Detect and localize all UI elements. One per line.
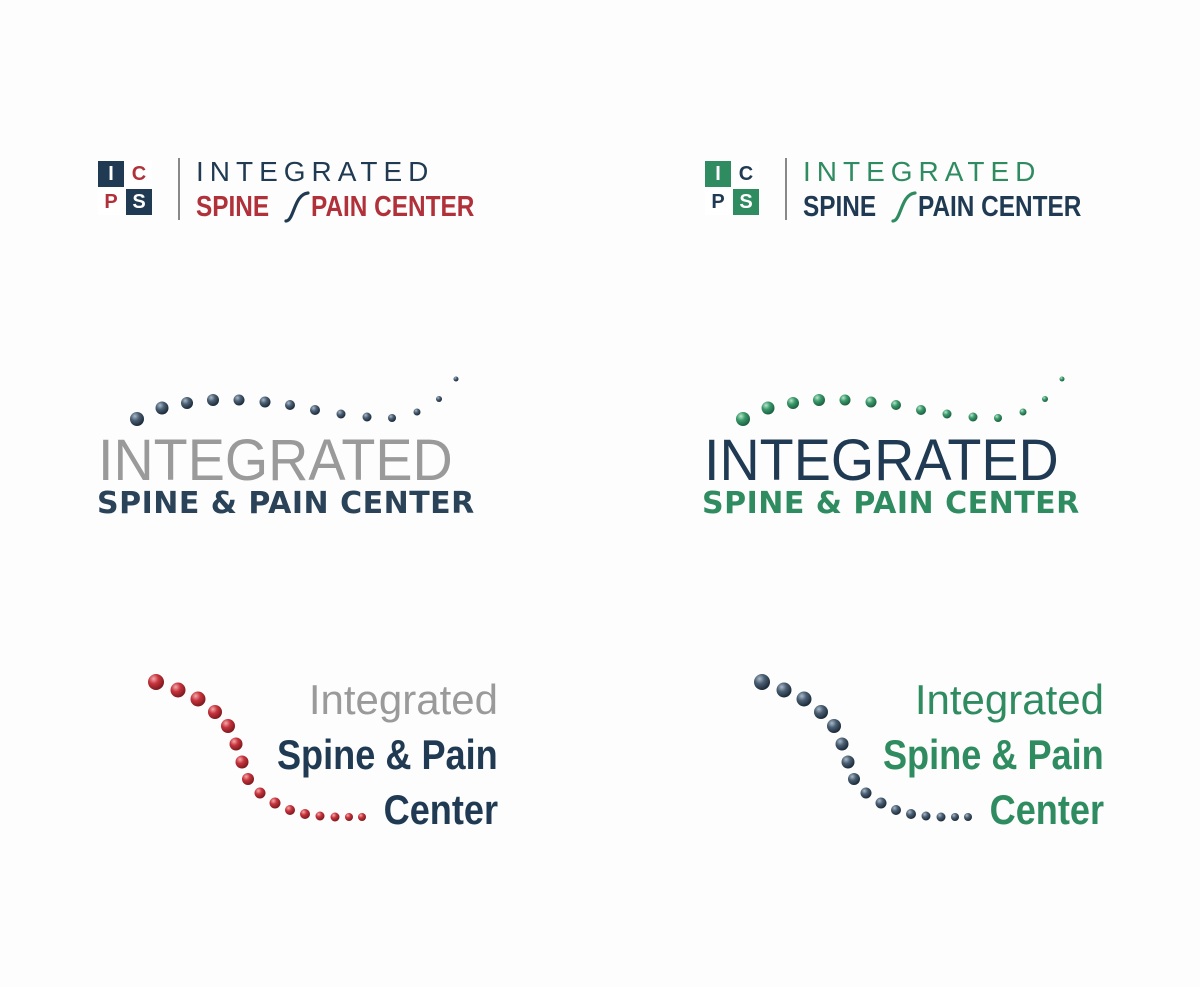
brand-line2: Spine & Pain: [277, 731, 498, 778]
spine-dot: [315, 811, 325, 821]
spine-dot: [951, 813, 959, 821]
arc-logo-gray: INTEGRATED SPINE & PAIN CENTER: [0, 0, 600, 560]
spine-dot: [736, 412, 750, 426]
brand-line2-left: SPINE: [803, 191, 877, 223]
spine-dot: [336, 409, 346, 419]
spine-dot: [235, 755, 249, 769]
tile-c: C: [126, 161, 152, 187]
spine-dot: [839, 394, 851, 406]
spine-dot: [796, 691, 812, 707]
spine-dot: [269, 797, 281, 809]
spine-dot: [875, 797, 887, 809]
spine-dot: [285, 805, 295, 815]
spine-dot: [170, 682, 186, 698]
spine-dot: [848, 773, 860, 785]
spine-dot: [130, 412, 144, 426]
tile-p: P: [705, 189, 731, 215]
swoosh-icon: [891, 191, 917, 223]
spine-dot: [358, 813, 366, 821]
spine-dot: [413, 408, 421, 416]
spine-dot: [181, 397, 193, 409]
tile-s: S: [126, 189, 152, 215]
brand-line2-right: PAIN CENTER: [311, 191, 475, 223]
spine-arc-icon: [130, 376, 459, 426]
spine-dot: [259, 396, 271, 408]
spine-dot: [221, 719, 235, 733]
spine-dot: [242, 773, 254, 785]
spine-dot: [229, 737, 243, 751]
spine-dot: [942, 409, 952, 419]
spine-dot: [860, 787, 872, 799]
spine-dot: [1042, 396, 1048, 402]
tile-c: C: [733, 161, 759, 187]
spine-dot: [754, 674, 770, 690]
brand-line2: SPINE & PAIN CENTER: [702, 486, 1080, 521]
spine-dot: [787, 397, 799, 409]
spine-dot: [906, 809, 916, 819]
spine-dot: [761, 401, 775, 415]
spine-dot: [827, 719, 841, 733]
spine-dot: [921, 811, 931, 821]
spine-dot: [285, 400, 295, 410]
spine-dot: [207, 394, 219, 406]
spine-dot: [865, 396, 877, 408]
brand-line2-left: SPINE: [196, 191, 270, 223]
spine-dot: [835, 737, 849, 751]
spine-dot: [453, 376, 459, 382]
spine-dot: [891, 805, 901, 815]
spine-dot: [388, 414, 396, 422]
swoosh-icon: [284, 191, 310, 223]
spine-dot: [936, 812, 946, 822]
brand-line2: SPINE & PAIN CENTER: [97, 486, 475, 521]
spine-dot: [155, 401, 169, 415]
spine-dot: [436, 396, 442, 402]
spine-dot: [994, 414, 1002, 422]
spine-arc-icon: [736, 376, 1065, 426]
tile-p: P: [98, 189, 124, 215]
spine-logo-red: Integrated Spine & Pain Center: [148, 674, 498, 833]
spine-dot: [310, 405, 320, 415]
spine-dot: [841, 755, 855, 769]
spine-dot: [1019, 408, 1027, 416]
tile-i: I: [705, 161, 731, 187]
spine-dot: [891, 400, 901, 410]
tile-s: S: [733, 189, 759, 215]
box-logo-red: I C P S INTEGRATED SPINE PAIN CENTER: [98, 156, 518, 223]
brand-line2-right: PAIN CENTER: [918, 191, 1082, 223]
brand-line1: Integrated: [308, 676, 498, 723]
spine-dot: [254, 787, 266, 799]
spine-dot: [814, 705, 828, 719]
brand-line1: INTEGRATED: [803, 156, 1042, 187]
arc-logo-green: INTEGRATED SPINE & PAIN CENTER: [702, 376, 1080, 521]
spine-dot: [968, 412, 978, 422]
spine-dot: [1059, 376, 1065, 382]
brand-line2: Spine & Pain: [883, 731, 1104, 778]
tile-i: I: [98, 161, 124, 187]
spine-dot: [362, 412, 372, 422]
spine-dot: [300, 809, 310, 819]
brand-line1: INTEGRATED: [196, 156, 435, 187]
spine-dot: [330, 812, 340, 822]
spine-dot: [208, 705, 222, 719]
spine-dot: [233, 394, 245, 406]
spine-dot: [776, 682, 792, 698]
spine-curve-icon: [148, 674, 366, 822]
brand-line3: Center: [989, 786, 1104, 833]
spine-dot: [345, 813, 353, 821]
brand-line1: Integrated: [914, 676, 1104, 723]
spine-dot: [916, 405, 926, 415]
spine-dot: [964, 813, 972, 821]
divider: [785, 158, 787, 220]
spine-dot: [148, 674, 164, 690]
spine-dot: [813, 394, 825, 406]
brand-line1: INTEGRATED: [98, 428, 453, 493]
box-logo-green: I C P S INTEGRATED SPINE PAIN CENTER: [705, 156, 1125, 223]
divider: [178, 158, 180, 220]
brand-line1: INTEGRATED: [704, 428, 1059, 493]
spine-dot: [190, 691, 206, 707]
brand-line3: Center: [383, 786, 498, 833]
